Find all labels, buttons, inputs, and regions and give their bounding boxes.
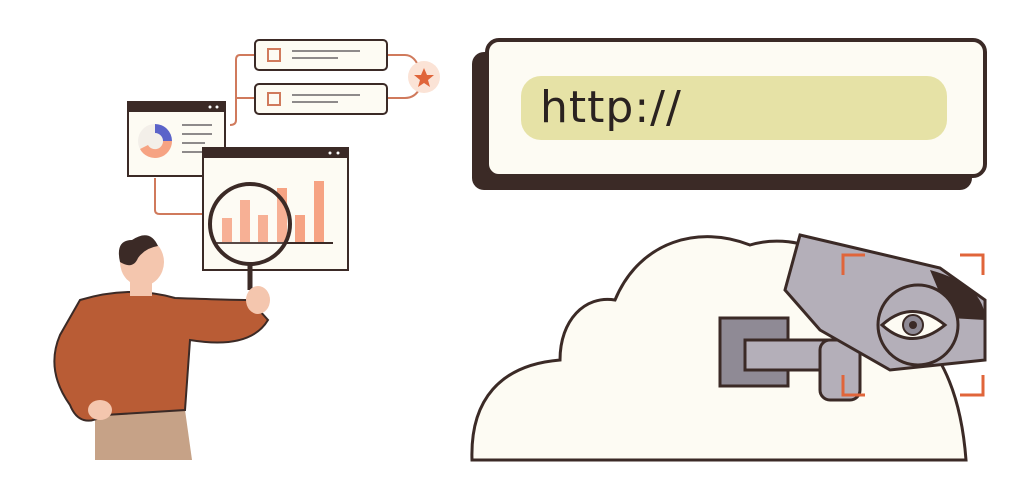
- star-icon: [408, 61, 440, 93]
- list-card: [254, 39, 388, 71]
- security-camera-icon: [718, 233, 987, 402]
- bar-chart-card: [202, 147, 349, 271]
- url-field[interactable]: [521, 76, 947, 140]
- browser-window: [472, 38, 987, 190]
- eye-icon: [879, 310, 948, 340]
- url-text[interactable]: http://: [540, 82, 682, 133]
- list-card: [254, 83, 388, 115]
- focus-brackets: [841, 253, 985, 397]
- person: [53, 235, 270, 460]
- magnifier-icon: [208, 182, 292, 290]
